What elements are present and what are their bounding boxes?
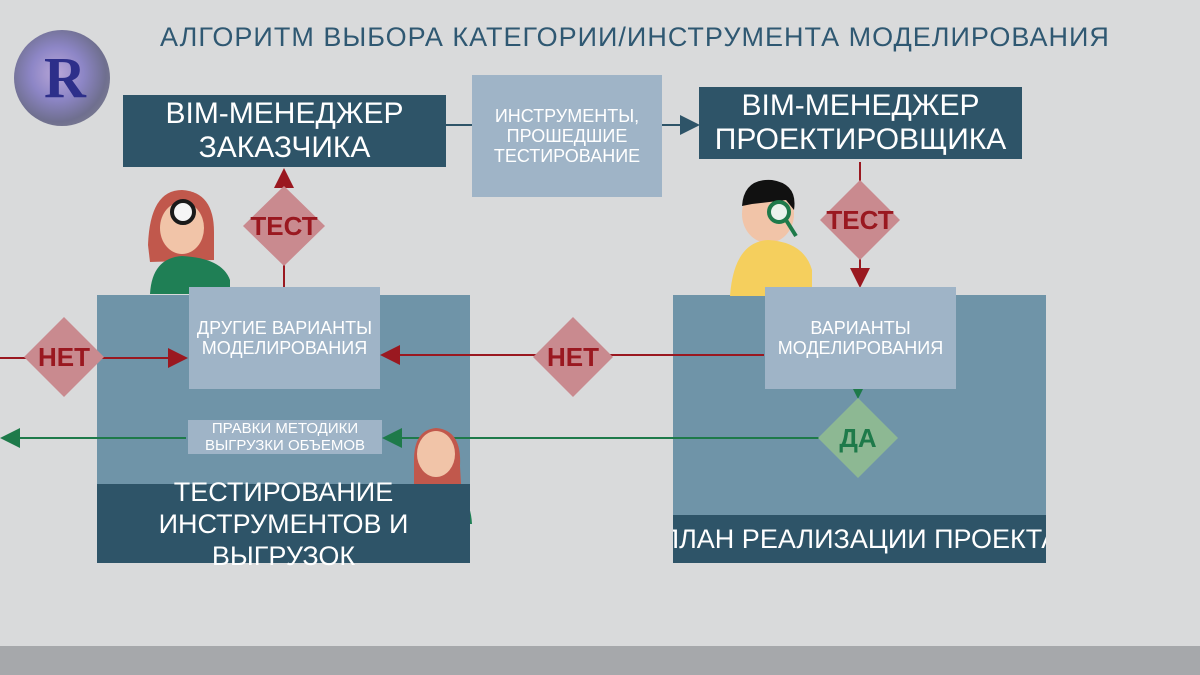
bottom-bar: [0, 646, 1200, 675]
variants-box: ВАРИАНТЫ МОДЕЛИРОВАНИЯ: [765, 287, 956, 389]
plan-title: ПЛАН РЕАЛИЗАЦИИ ПРОЕКТА: [673, 515, 1046, 563]
tested-tools-box: ИНСТРУМЕНТЫ, ПРОШЕДШИЕ ТЕСТИРОВАНИЕ: [472, 75, 662, 197]
diamond-no-right: [533, 317, 613, 397]
client-bim-manager-box: BIM-МЕНЕДЖЕР ЗАКАЗЧИКА: [123, 95, 446, 167]
decision-test-left: ТЕСТ: [250, 210, 318, 241]
designer-bim-manager-box: BIM-МЕНЕДЖЕР ПРОЕКТИРОВЩИКА: [699, 87, 1022, 159]
logo-letter: R: [44, 45, 86, 110]
person-right-illustration: [730, 179, 812, 296]
decision-no-right: НЕТ: [547, 341, 599, 372]
diamond-test-left: [243, 186, 325, 266]
other-variants-box: ДРУГИЕ ВАРИАНТЫ МОДЕЛИРОВАНИЯ: [189, 287, 380, 389]
diamond-test-right: [820, 180, 900, 260]
diamond-yes: [818, 398, 898, 478]
decision-test-right: ТЕСТ: [826, 204, 894, 235]
corrections-tag: ПРАВКИ МЕТОДИКИ ВЫГРУЗКИ ОБЪЕМОВ: [188, 420, 382, 454]
diamond-no-left: [24, 317, 104, 397]
page-title: АЛГОРИТМ ВЫБОРА КАТЕГОРИИ/ИНСТРУМЕНТА МО…: [160, 22, 1110, 52]
person-left-illustration: [148, 190, 230, 294]
decision-no-left: НЕТ: [38, 341, 90, 372]
testing-title: ТЕСТИРОВАНИЕ ИНСТРУМЕНТОВ И ВЫГРУЗОК: [97, 477, 470, 571]
logo: R: [14, 30, 110, 126]
decision-yes: ДА: [839, 422, 877, 453]
